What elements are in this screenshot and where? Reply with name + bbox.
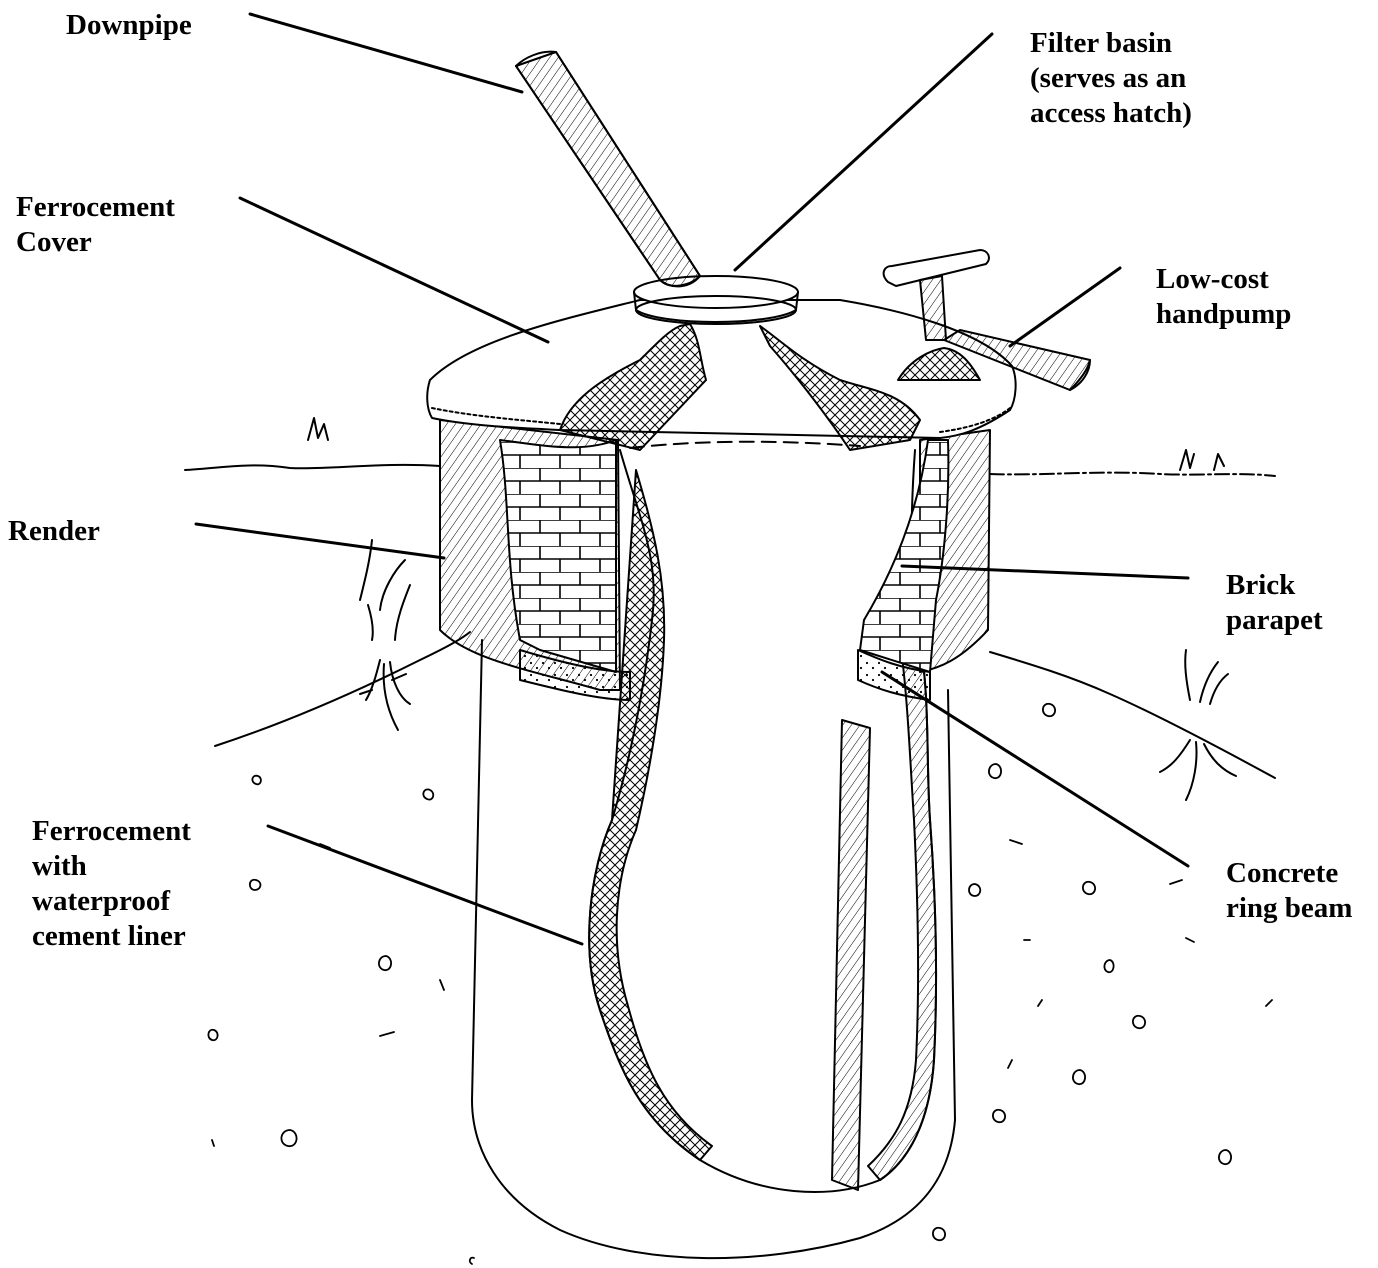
grass-tuft-right bbox=[1160, 650, 1236, 800]
downpipe-pipe bbox=[516, 52, 700, 287]
leader-ferrocement-cover bbox=[240, 198, 548, 342]
label-brick-parapet: Brick parapet bbox=[1226, 568, 1323, 638]
leader-handpump bbox=[1010, 268, 1120, 346]
leader-render bbox=[196, 524, 444, 558]
label-ferrocement-cover: Ferrocement Cover bbox=[16, 190, 175, 260]
label-render: Render bbox=[8, 514, 100, 549]
liner-cutaway bbox=[589, 450, 936, 1192]
leader-filter-basin bbox=[735, 34, 992, 270]
label-ferrocement-liner: Ferrocement with waterproof cement liner bbox=[32, 814, 191, 954]
label-handpump: Low-cost handpump bbox=[1156, 262, 1291, 332]
label-downpipe: Downpipe bbox=[66, 8, 192, 43]
grass-tuft-left bbox=[360, 540, 410, 730]
label-concrete-ring-beam: Concrete ring beam bbox=[1226, 856, 1352, 926]
label-filter-basin: Filter basin (serves as an access hatch) bbox=[1030, 26, 1192, 131]
leader-downpipe bbox=[250, 14, 522, 92]
